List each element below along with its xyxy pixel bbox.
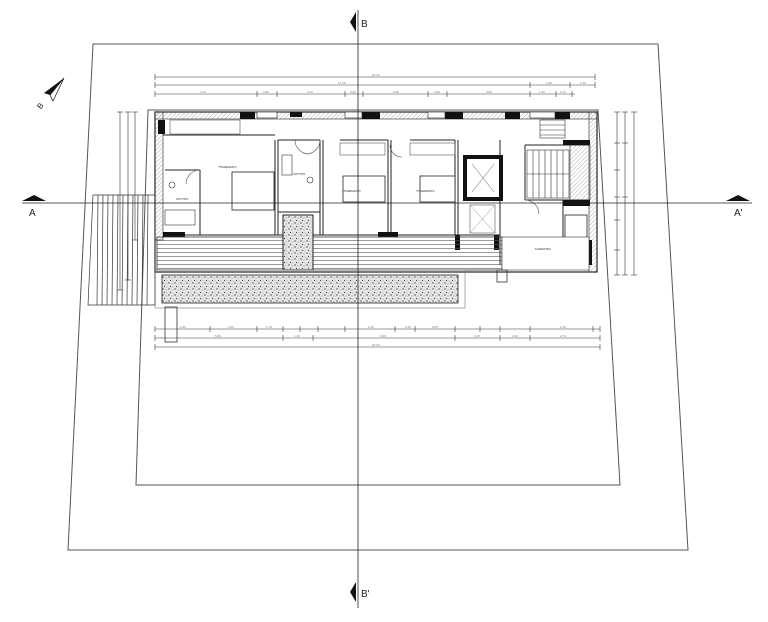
dim-top-row3-h: 1.20 xyxy=(539,90,545,94)
wc-icon xyxy=(168,181,176,189)
dim-bottom-row1-c: 1.70 xyxy=(266,325,272,329)
right-dimension-chains xyxy=(614,111,637,276)
dim-bottom-row2-d: 2.15 xyxy=(474,334,480,338)
dim-bottom-overall: 20.20 xyxy=(372,343,380,347)
shower xyxy=(164,209,196,226)
dim-bottom-row1-b: 3.20 xyxy=(228,325,234,329)
doors xyxy=(185,139,540,215)
planter xyxy=(282,214,314,271)
section-arrow-b-icon xyxy=(350,12,356,32)
wardrobe-2 xyxy=(339,142,386,156)
dim-bottom-row1-a: 2.90 xyxy=(180,325,186,329)
bed-3 xyxy=(419,175,456,203)
room-label-bedroom-3: ΥΠ/ΔΩΜΑΤΙΟ xyxy=(416,189,435,193)
dim-bottom-row1-j: 3.20 xyxy=(405,325,411,329)
small-column xyxy=(164,306,178,343)
dim-top-row3-d: 0.90 xyxy=(350,90,356,94)
north-arrow-icon xyxy=(44,77,65,102)
north-arrow-label: B xyxy=(35,101,45,111)
dim-top-row3-g: 3.90 xyxy=(486,90,492,94)
plot-boundary xyxy=(67,43,689,551)
dim-top-row2-b: 1.90 xyxy=(546,81,552,85)
dim-top-row3-b: 0.80 xyxy=(263,90,269,94)
dim-top-row2-c: 1.10 xyxy=(580,81,586,85)
interior-walls xyxy=(163,134,590,265)
staircase xyxy=(526,119,591,206)
dim-bottom-row1-i: 1.20 xyxy=(368,325,374,329)
living-area xyxy=(501,236,590,271)
room-label-bath-2: ΛΟΥΤΡΟ xyxy=(293,172,306,176)
terrace-decking xyxy=(156,236,503,271)
elevator-shaft xyxy=(463,155,503,234)
dim-bottom-row1-k: 0.05 xyxy=(432,325,438,329)
section-label-a: A xyxy=(29,208,36,219)
wc-icon xyxy=(306,176,314,184)
dim-top-row3-f: 0.90 xyxy=(434,90,440,94)
room-label-bedroom-1: ΥΠ/ΔΩΜΑΤΙΟ xyxy=(218,165,237,169)
section-arrow-a-end-icon xyxy=(726,195,750,201)
bottom-dimension-chains xyxy=(154,326,601,350)
section-label-b: B xyxy=(361,19,368,30)
dim-top-row3-i: 0.70 xyxy=(560,90,566,94)
side-deck xyxy=(87,194,156,306)
gravel-bed xyxy=(161,274,459,304)
wardrobe-1 xyxy=(169,119,241,135)
dim-top-row2-a: 17.25 xyxy=(338,81,346,85)
dim-top-row3-e: 2.95 xyxy=(393,90,399,94)
bed-1 xyxy=(231,171,275,211)
dim-bottom-row2-a: 5.80 xyxy=(215,334,221,338)
dim-bottom-row2-e: 1.90 xyxy=(512,334,518,338)
dim-bottom-row2-b: 1.40 xyxy=(294,334,300,338)
top-dimension-chains xyxy=(154,74,596,97)
section-arrow-a-icon xyxy=(22,195,46,201)
dim-top-overall: 20.20 xyxy=(372,73,380,77)
bed-2 xyxy=(342,175,386,203)
left-dimension-chains xyxy=(117,111,138,291)
dim-top-row3-a: 4.70 xyxy=(200,90,206,94)
dim-bottom-row2-c: 6.90 xyxy=(380,334,386,338)
room-label-bath-1: ΛΟΥΤΡΟ xyxy=(176,197,189,201)
section-label-a-end: A' xyxy=(734,208,743,219)
vanity xyxy=(281,154,293,176)
room-label-bedroom-2: ΥΠ/ΔΩΜΑΤΙΟ xyxy=(342,189,361,193)
dim-top-row3-c: 3.10 xyxy=(307,90,313,94)
room-label-living: ΚΑΘΙΣΤΙΚΟ xyxy=(535,247,552,251)
section-arrow-b-end-icon xyxy=(350,582,356,602)
wardrobe-3 xyxy=(409,142,456,156)
step-block xyxy=(496,269,508,283)
setback-line xyxy=(135,109,621,486)
dim-bottom-row2-f: 2.70 xyxy=(560,334,566,338)
dim-bottom-row1-n: 2.70 xyxy=(560,325,566,329)
section-label-b-end: B' xyxy=(361,589,370,600)
